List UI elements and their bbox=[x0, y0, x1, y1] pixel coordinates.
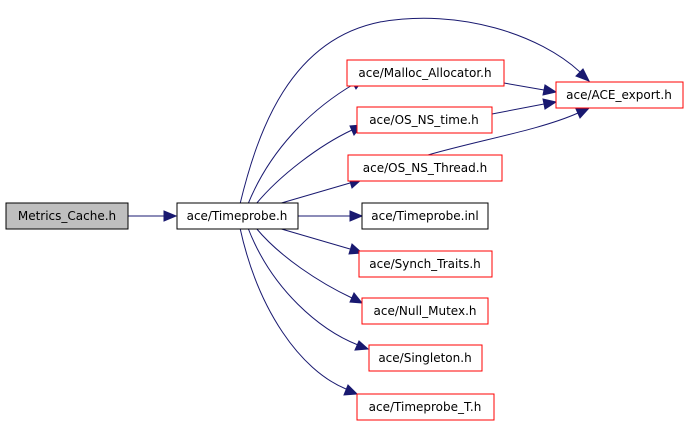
node-label-singleton: ace/Singleton.h bbox=[378, 351, 471, 365]
node-box-timeprobe-inl bbox=[361, 202, 489, 230]
edge-timeprobe-h-to-os-ns-thread bbox=[277, 177, 364, 205]
node-box-timeprobe-t bbox=[356, 393, 495, 421]
edge-timeprobe-h-to-synch-traits bbox=[277, 227, 364, 255]
node-ace-export[interactable]: ace/ACE_export.h bbox=[555, 81, 684, 109]
edge-os-ns-time-to-ace-export bbox=[491, 98, 558, 115]
node-box-ace-export bbox=[555, 81, 684, 109]
edge-timeprobe-h-to-timeprobe-inl bbox=[298, 210, 364, 222]
node-label-malloc-allocator: ace/Malloc_Allocator.h bbox=[358, 66, 491, 80]
node-null-mutex[interactable]: ace/Null_Mutex.h bbox=[361, 297, 489, 325]
node-box-os-ns-time bbox=[356, 106, 493, 134]
node-label-null-mutex: ace/Null_Mutex.h bbox=[374, 304, 477, 318]
node-box-synch-traits bbox=[358, 250, 493, 278]
node-box-metrics-cache bbox=[5, 202, 129, 230]
edge-timeprobe-h-to-malloc-allocator bbox=[247, 77, 366, 205]
node-malloc-allocator[interactable]: ace/Malloc_Allocator.h bbox=[346, 59, 505, 87]
node-label-timeprobe-h: ace/Timeprobe.h bbox=[187, 209, 288, 223]
node-metrics-cache[interactable]: Metrics_Cache.h bbox=[5, 202, 129, 230]
node-box-malloc-allocator bbox=[346, 59, 505, 87]
edge-malloc-allocator-to-ace-export bbox=[503, 82, 558, 96]
node-label-os-ns-time: ace/OS_NS_time.h bbox=[369, 113, 479, 127]
edge-timeprobe-h-to-ace-export bbox=[239, 17, 591, 205]
node-timeprobe-h[interactable]: ace/Timeprobe.h bbox=[176, 202, 299, 230]
node-box-timeprobe-h bbox=[176, 202, 299, 230]
edge-timeprobe-h-to-timeprobe-t bbox=[239, 227, 359, 396]
node-label-os-ns-thread: ace/OS_NS_Thread.h bbox=[363, 161, 487, 175]
node-box-os-ns-thread bbox=[347, 154, 503, 182]
node-synch-traits[interactable]: ace/Synch_Traits.h bbox=[358, 250, 493, 278]
edge-os-ns-thread-to-ace-export bbox=[427, 107, 591, 156]
node-label-synch-traits: ace/Synch_Traits.h bbox=[369, 257, 480, 271]
node-label-timeprobe-t: ace/Timeprobe_T.h bbox=[369, 400, 482, 414]
node-singleton[interactable]: ace/Singleton.h bbox=[368, 344, 483, 372]
edge-metrics-cache-to-timeprobe-h bbox=[128, 210, 178, 222]
edge-timeprobe-h-to-null-mutex bbox=[255, 227, 364, 304]
node-os-ns-time[interactable]: ace/OS_NS_time.h bbox=[356, 106, 493, 134]
node-box-singleton bbox=[368, 344, 483, 372]
node-timeprobe-inl[interactable]: ace/Timeprobe.inl bbox=[361, 202, 489, 230]
node-label-metrics-cache: Metrics_Cache.h bbox=[18, 209, 116, 223]
node-box-null-mutex bbox=[361, 297, 489, 325]
edge-timeprobe-h-to-singleton bbox=[247, 227, 370, 351]
node-label-ace-export: ace/ACE_export.h bbox=[566, 88, 672, 102]
node-os-ns-thread[interactable]: ace/OS_NS_Thread.h bbox=[347, 154, 503, 182]
node-timeprobe-t[interactable]: ace/Timeprobe_T.h bbox=[356, 393, 495, 421]
nodes-layer: Metrics_Cache.h ace/Timeprobe.h ace/Mall… bbox=[5, 59, 684, 421]
node-label-timeprobe-inl: ace/Timeprobe.inl bbox=[371, 209, 478, 223]
edge-timeprobe-h-to-os-ns-time bbox=[255, 124, 364, 205]
